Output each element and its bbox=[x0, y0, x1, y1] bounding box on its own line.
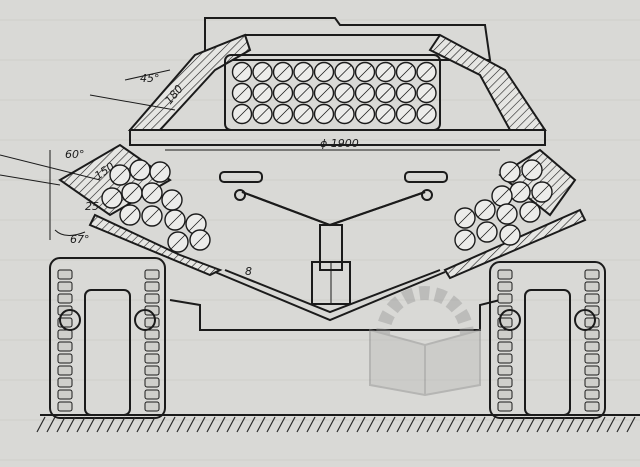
track-link bbox=[57, 401, 73, 412]
track-link bbox=[584, 293, 600, 304]
track-link bbox=[57, 281, 73, 292]
track-link bbox=[57, 353, 73, 364]
seat-mount bbox=[219, 171, 448, 305]
track-link bbox=[57, 341, 73, 352]
track-link bbox=[144, 365, 160, 376]
left-track-assembly bbox=[49, 257, 166, 419]
track-link bbox=[57, 329, 73, 340]
track-link bbox=[497, 353, 513, 364]
track-link bbox=[584, 269, 600, 280]
track-link bbox=[497, 293, 513, 304]
track-link bbox=[497, 329, 513, 340]
turret-ammo-rack bbox=[224, 54, 441, 131]
track-link bbox=[57, 293, 73, 304]
side-lower-angle-label: 67° bbox=[70, 233, 90, 246]
track-link bbox=[57, 389, 73, 400]
hull-floor-v bbox=[214, 271, 446, 322]
track-link bbox=[144, 329, 160, 340]
right-track-assembly bbox=[489, 261, 606, 419]
hull-floor-label: 8 bbox=[245, 265, 252, 278]
right-pad bbox=[404, 171, 448, 183]
right-hull-ammo-rack bbox=[454, 159, 553, 251]
turret-width-label: ϕ 1900 bbox=[320, 137, 359, 150]
track-link bbox=[497, 341, 513, 352]
track-link bbox=[584, 401, 600, 412]
track-link bbox=[144, 401, 160, 412]
track-link bbox=[57, 269, 73, 280]
track-link bbox=[144, 389, 160, 400]
track-link bbox=[584, 365, 600, 376]
track-link bbox=[144, 281, 160, 292]
track-link bbox=[584, 341, 600, 352]
track-link bbox=[144, 317, 160, 328]
track-link bbox=[497, 269, 513, 280]
track-link bbox=[497, 365, 513, 376]
watermark-gear-logo bbox=[369, 286, 481, 397]
track-link bbox=[584, 329, 600, 340]
track-link bbox=[144, 341, 160, 352]
track-link bbox=[57, 377, 73, 388]
track-link bbox=[497, 377, 513, 388]
track-link bbox=[144, 269, 160, 280]
side-small-label: 25 bbox=[85, 200, 99, 213]
turret-ammo-rounds bbox=[231, 61, 437, 125]
roof-angle-label: 45° bbox=[140, 72, 160, 85]
track-link bbox=[144, 353, 160, 364]
track-link bbox=[584, 317, 600, 328]
track-link bbox=[497, 401, 513, 412]
left-hull-ammo-rack bbox=[101, 159, 211, 253]
track-link bbox=[584, 281, 600, 292]
track-link bbox=[584, 377, 600, 388]
side-upper-angle-label: 60° bbox=[65, 148, 85, 161]
left-pad bbox=[219, 171, 263, 183]
track-link bbox=[497, 281, 513, 292]
track-link bbox=[57, 365, 73, 376]
track-link bbox=[584, 389, 600, 400]
track-link bbox=[497, 389, 513, 400]
turret: ϕ 1900 45° 180 bbox=[89, 17, 547, 151]
track-link bbox=[584, 353, 600, 364]
track-link bbox=[144, 293, 160, 304]
track-link bbox=[144, 377, 160, 388]
ground-line bbox=[36, 414, 640, 433]
